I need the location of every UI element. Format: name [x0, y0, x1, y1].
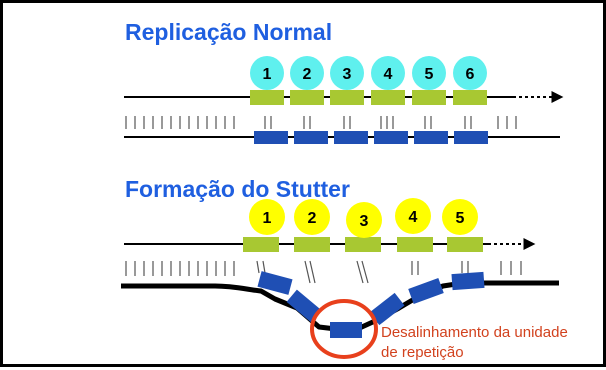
normal-polymerase-units: 1 2 3 4 5 6: [250, 56, 487, 90]
normal-unit-label: 3: [343, 66, 352, 83]
stutter-polymerase-units: 1 2 3 4 5: [249, 198, 478, 238]
normal-unit-label: 2: [303, 66, 312, 83]
normal-unit-circle: [371, 56, 405, 90]
normal-repeat-block: [453, 90, 487, 105]
stutter-title: Formação do Stutter: [125, 176, 350, 202]
normal-base-pair-ticks: [125, 116, 517, 129]
normal-unit-circle: [330, 56, 364, 90]
normal-complement-block: [374, 131, 408, 144]
stutter-complement-block: [286, 289, 322, 323]
normal-repeat-block: [412, 90, 446, 105]
stutter-complement-block: [451, 271, 485, 291]
normal-unit-circle: [290, 56, 324, 90]
stutter-unit-circle: [346, 202, 382, 238]
stutter-unit-circle: [294, 199, 330, 235]
normal-unit-label: 1: [263, 66, 272, 83]
normal-unit-label: 6: [466, 66, 475, 83]
stutter-complement-block: [369, 292, 405, 326]
normal-complement-block: [334, 131, 368, 144]
normal-complement-block: [454, 131, 488, 144]
stutter-unit-label: 1: [263, 210, 272, 227]
normal-title: Replicação Normal: [125, 19, 332, 45]
stutter-repeat-block: [243, 237, 279, 252]
stutter-unit-label: 2: [308, 210, 317, 227]
normal-repeat-block: [330, 90, 364, 105]
stutter-repeat-block: [447, 237, 483, 252]
normal-repeat-units: [250, 90, 487, 105]
stutter-unit-circle: [442, 199, 478, 235]
normal-repeat-block: [250, 90, 284, 105]
stutter-repeat-units: [243, 237, 483, 252]
stutter-complement-block: [330, 322, 362, 338]
stutter-diagram: Replicação Normal 1 2 3 4 5 6: [121, 19, 568, 361]
normal-unit-label: 5: [425, 66, 434, 83]
normal-unit-label: 4: [384, 66, 393, 83]
stutter-complement-block: [408, 278, 444, 304]
normal-repeat-block: [290, 90, 324, 105]
stutter-unit-label: 3: [360, 213, 369, 230]
stutter-unit-circle: [249, 199, 285, 235]
stutter-unit-circle: [395, 198, 431, 234]
stutter-repeat-block: [345, 237, 381, 252]
misalignment-highlight-ring: [310, 299, 378, 359]
misalignment-annotation-line2: de repetição: [381, 344, 464, 361]
misalignment-annotation-line1: Desalinhamento da unidade: [381, 324, 568, 341]
stutter-repeat-block: [294, 237, 330, 252]
stutter-base-pair-ticks: [125, 260, 522, 284]
normal-bottom-strand: [124, 131, 560, 144]
normal-repeat-block: [371, 90, 405, 105]
normal-complement-block: [254, 131, 288, 144]
stutter-unit-label: 4: [409, 209, 418, 226]
normal-unit-circle: [250, 56, 284, 90]
stutter-unit-label: 5: [456, 210, 465, 227]
normal-unit-circle: [453, 56, 487, 90]
normal-unit-circle: [412, 56, 446, 90]
normal-complement-block: [294, 131, 328, 144]
stutter-repeat-block: [397, 237, 433, 252]
normal-complement-block: [414, 131, 448, 144]
